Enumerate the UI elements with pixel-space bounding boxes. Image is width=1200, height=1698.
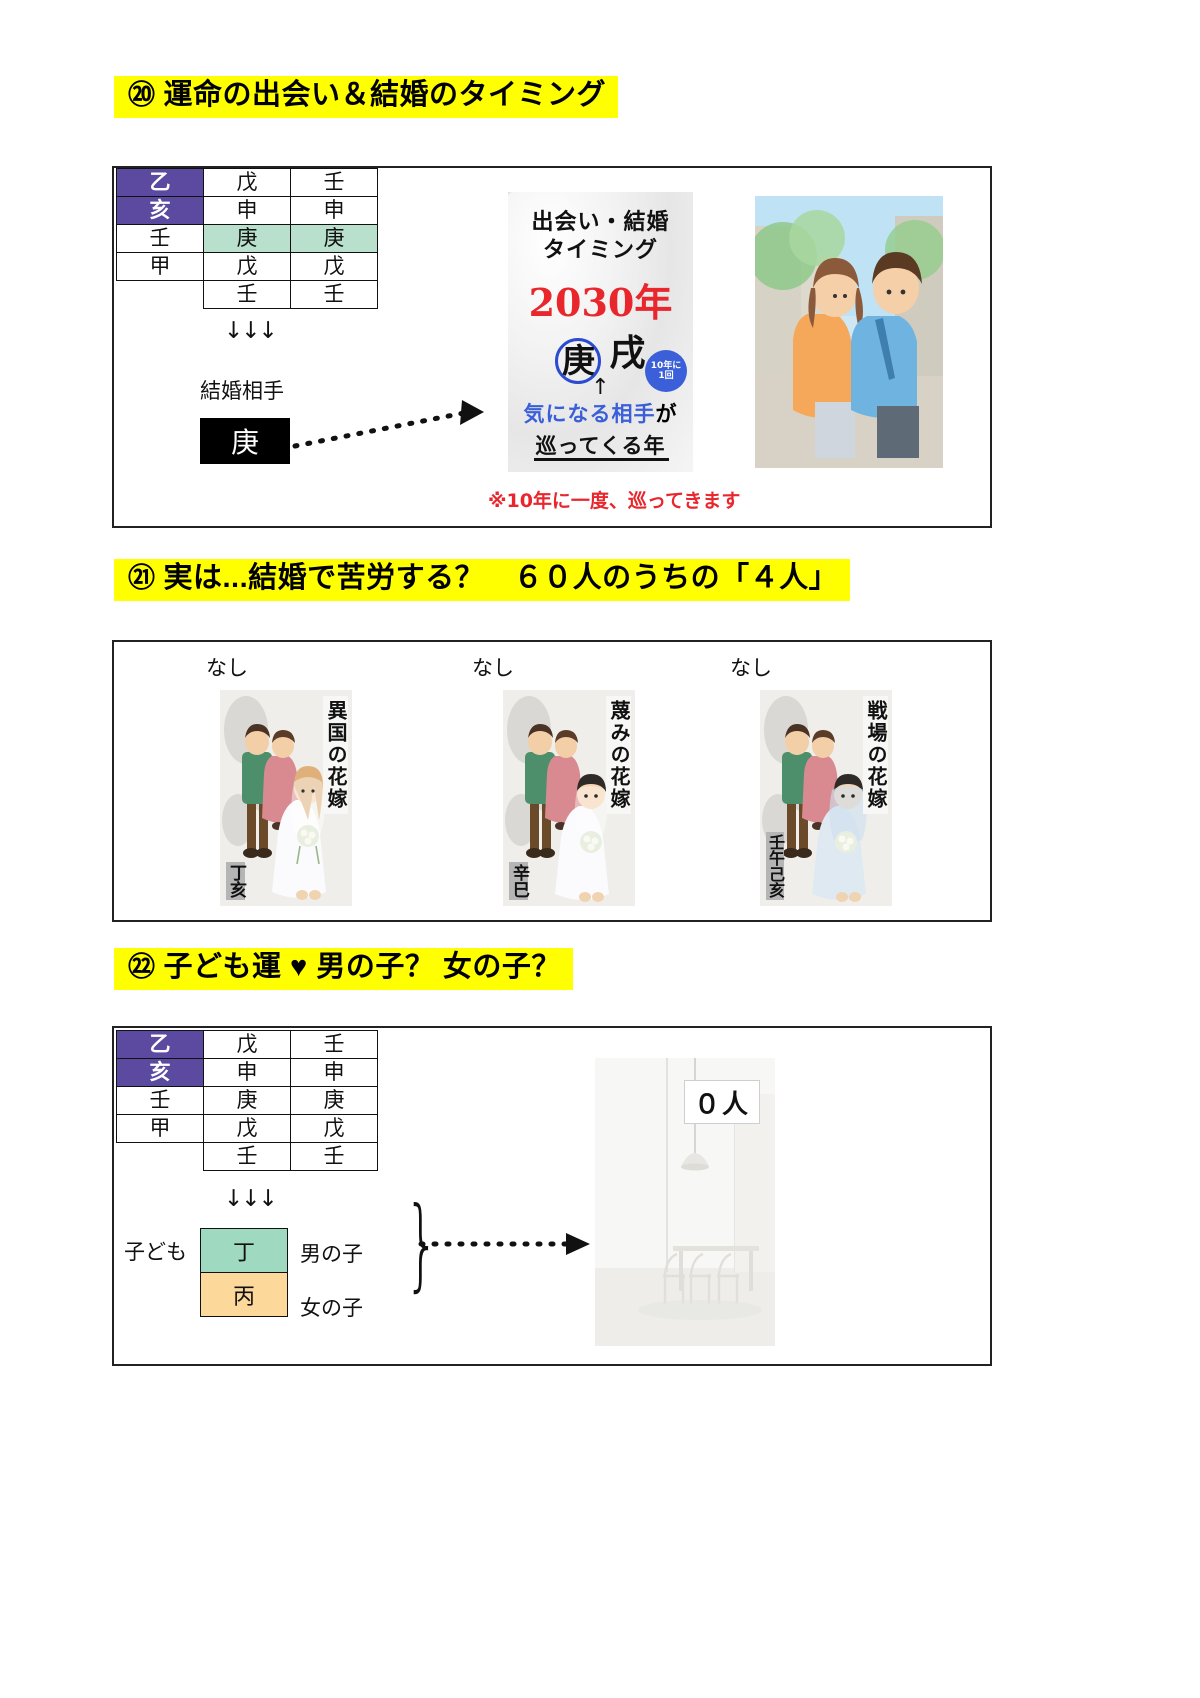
pillar-cell: 壬 <box>203 280 291 309</box>
card-3-caption: なし <box>730 656 772 680</box>
poster-line3: 気になる相手が <box>508 398 693 428</box>
couple-illustration <box>755 196 943 468</box>
pillar-cell: 乙 <box>116 1030 204 1059</box>
pillar-cell-empty <box>116 280 204 309</box>
frequency-badge: 10年に 1回 <box>645 350 687 392</box>
card-2-caption: なし <box>472 656 514 680</box>
pillar-cell: 申 <box>290 1058 378 1087</box>
table-row: 亥 申 申 <box>116 196 378 225</box>
dotted-arrow-20 <box>292 400 484 449</box>
poster-underline <box>534 458 669 461</box>
bride-card-3: 戦場の花嫁 壬午己亥 <box>760 690 892 906</box>
pillar-cell: 壬 <box>290 1142 378 1171</box>
child-stem-boy: 丁 <box>200 1228 288 1273</box>
section-20-header: ⑳ 運命の出会い＆結婚のタイミング <box>114 76 619 118</box>
pillar-cell: 壬 <box>290 280 378 309</box>
children-count-badge: ０人 <box>684 1080 760 1124</box>
down-arrows-20: ↓↓↓ <box>224 318 278 344</box>
section-22-title: 子ども運 ♥ 男の子？ 女の子？ <box>163 951 561 984</box>
table-row: 亥 申 申 <box>116 1058 378 1087</box>
bride-card-2-tag: 辛巳 <box>509 862 529 900</box>
poster-line3-black: が <box>655 401 678 426</box>
pillar-cell: 亥 <box>116 196 204 225</box>
bride-card-2: 蔑みの花嫁 辛巳 <box>503 690 635 906</box>
pillar-table-20: 乙 戊 壬 亥 申 申 壬 庚 庚 甲 戊 戊 壬 壬 <box>116 168 378 309</box>
pillar-cell: 壬 <box>290 1030 378 1059</box>
pillar-cell: 戊 <box>290 252 378 281</box>
poster-stem-circled: 庚 <box>555 337 602 384</box>
dotted-arrow-22 <box>418 1233 590 1255</box>
children-label: 子ども <box>124 1240 187 1264</box>
pillar-cell-highlight: 庚 <box>203 224 291 253</box>
poster-line2: タイミング <box>542 237 658 263</box>
section-22-header: ㉒ 子ども運 ♥ 男の子？ 女の子？ <box>114 948 573 990</box>
pillar-cell: 壬 <box>116 1086 204 1115</box>
card-1-caption: なし <box>206 656 248 680</box>
table-row: 壬 壬 <box>116 1142 378 1171</box>
pillar-table-22: 乙 戊 壬 亥 申 申 壬 庚 庚 甲 戊 戊 壬 壬 <box>116 1030 378 1171</box>
table-row: 壬 壬 <box>116 280 378 309</box>
table-row: 丙 <box>200 1272 288 1317</box>
section-21-header: ㉑ 実は...結婚で苦労する？ ６０人のうちの「４人」 <box>114 559 851 601</box>
bride-card-1-tag: 丁亥 <box>226 862 246 900</box>
section-20-title: 運命の出会い＆結婚のタイミング <box>163 79 607 111</box>
marriage-partner-value: 庚 <box>200 418 290 464</box>
pillar-cell: 戊 <box>203 1114 291 1143</box>
poster-branch: 戌 <box>609 332 646 374</box>
pillar-cell: 甲 <box>116 252 204 281</box>
children-gender-table: 丁 丙 <box>200 1228 288 1317</box>
table-row: 甲 戊 戊 <box>116 1114 378 1143</box>
bride-card-3-tag: 壬午己亥 <box>766 832 785 900</box>
poster-line1: 出会い・結婚 <box>531 209 670 235</box>
bride-card-3-title: 戦場の花嫁 <box>863 696 888 814</box>
bride-card-1-title: 異国の花嫁 <box>323 696 348 814</box>
frequency-badge-line2: 1回 <box>658 371 674 381</box>
pillar-cell: 申 <box>203 196 291 225</box>
poster-stem-branch: 庚戌 <box>508 324 693 384</box>
pillar-cell: 庚 <box>290 1086 378 1115</box>
pillar-cell: 壬 <box>290 168 378 197</box>
poster-up-arrow: ↑ <box>591 375 610 400</box>
pillar-cell: 戊 <box>203 1030 291 1059</box>
frequency-note: ※10年に一度、巡ってきます <box>488 490 741 512</box>
pillar-cell: 戊 <box>290 1114 378 1143</box>
pillar-cell-empty <box>116 1142 204 1171</box>
table-row: 壬 庚 庚 <box>116 224 378 253</box>
section-21-number: ㉑ <box>128 563 156 594</box>
couple-illustration-svg <box>755 196 943 468</box>
pillar-cell: 甲 <box>116 1114 204 1143</box>
table-row: 甲 戊 戊 <box>116 252 378 281</box>
timing-poster: 出会い・結婚 タイミング 2030年 庚戌 10年に 1回 ↑ 気になる相手が … <box>508 192 693 472</box>
frequency-badge-line1: 10年に <box>650 360 682 371</box>
section-20-number: ⑳ <box>128 80 156 111</box>
down-arrows-22: ↓↓↓ <box>224 1186 278 1212</box>
section-21-title: 実は...結婚で苦労する？ ６０人のうちの「４人」 <box>163 562 839 594</box>
girl-label: 女の子 <box>300 1296 363 1320</box>
pillar-cell: 申 <box>290 196 378 225</box>
pillar-cell: 壬 <box>116 224 204 253</box>
poster-line4: 巡ってくる年 <box>535 433 666 458</box>
bride-card-2-title: 蔑みの花嫁 <box>606 696 631 814</box>
section-22-number: ㉒ <box>128 952 156 983</box>
poster-line3-blue: 気になる相手 <box>523 401 656 426</box>
pillar-cell: 庚 <box>203 1086 291 1115</box>
table-row: 丁 <box>200 1228 288 1273</box>
pillar-cell: 壬 <box>203 1142 291 1171</box>
boy-label: 男の子 <box>300 1242 363 1266</box>
pillar-cell: 乙 <box>116 168 204 197</box>
pillar-cell: 亥 <box>116 1058 204 1087</box>
marriage-partner-label: 結婚相手 <box>200 379 284 403</box>
pillar-cell: 戊 <box>203 168 291 197</box>
child-stem-girl: 丙 <box>200 1272 288 1317</box>
table-row: 乙 戊 壬 <box>116 168 378 197</box>
table-row: 乙 戊 壬 <box>116 1030 378 1059</box>
pillar-cell-highlight: 庚 <box>290 224 378 253</box>
poster-year: 2030年 <box>528 280 673 325</box>
bride-card-1: 異国の花嫁 丁亥 <box>220 690 352 906</box>
section-22-title-text: 子ども運 ♥ 男の子？ 女の子？ <box>163 951 561 983</box>
table-row: 壬 庚 庚 <box>116 1086 378 1115</box>
pillar-cell: 戊 <box>203 252 291 281</box>
pillar-cell: 申 <box>203 1058 291 1087</box>
